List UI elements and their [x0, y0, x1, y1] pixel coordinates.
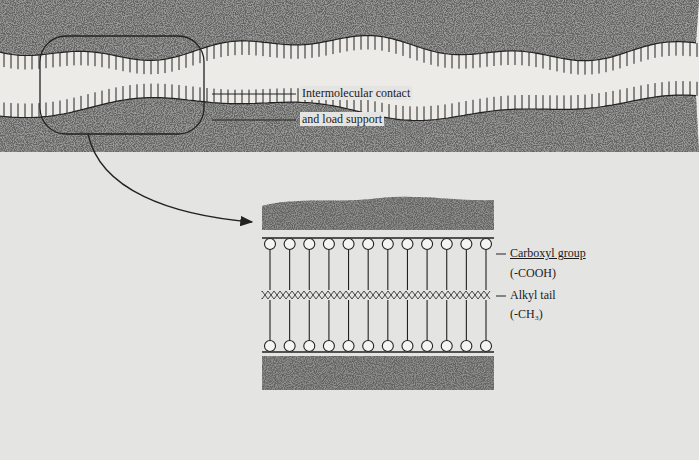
zoom-arrow [88, 134, 252, 222]
zoom-inset [262, 197, 494, 390]
upper-surface-texture [0, 0, 699, 61]
carboxyl-head [304, 239, 315, 250]
carboxyl-head [461, 239, 472, 250]
carboxyl-head [323, 239, 334, 250]
carboxyl-head [284, 341, 295, 352]
formula-label: (-CH₃) [508, 307, 545, 321]
leader-line [496, 254, 506, 255]
upper-block [262, 197, 494, 230]
carboxyl-head [441, 239, 452, 250]
alkyl-tail [270, 250, 486, 341]
carboxyl-head [382, 239, 393, 250]
lower-block [262, 356, 494, 390]
interface-line [262, 237, 494, 238]
leader-line [212, 94, 296, 95]
carboxyl-head [265, 341, 276, 352]
carboxyl-head [402, 239, 413, 250]
carboxyl-head [304, 341, 315, 352]
part-name: Carboxyl group [508, 246, 588, 260]
formula-label: (-COOH) [508, 266, 558, 280]
carboxyl-head [265, 239, 276, 250]
band-ground [0, 0, 699, 152]
tail-entanglement [262, 291, 490, 299]
monolayer-base [0, 36, 696, 61]
surface-band [0, 0, 699, 152]
lower-surface [0, 95, 699, 152]
tail-entanglement [262, 291, 490, 299]
carboxyl-head [363, 239, 374, 250]
molecule-chain [4, 36, 697, 121]
highlight-loop [40, 36, 204, 134]
carboxyl-head [363, 341, 374, 352]
lower-block-texture [262, 356, 494, 390]
carboxyl-head [402, 341, 413, 352]
leader-label: and load support [300, 112, 384, 126]
carboxyl-head [422, 239, 433, 250]
part-name: Alkyl tail [508, 288, 558, 302]
carboxyl-head [461, 341, 472, 352]
interface-line [262, 351, 494, 352]
carboxyl-head [422, 341, 433, 352]
carboxyl-head [343, 341, 354, 352]
carboxyl-head [284, 239, 295, 250]
carboxyl-head [323, 341, 334, 352]
leader-line [496, 296, 506, 297]
upper-surface [0, 0, 699, 61]
lower-surface-texture [0, 95, 699, 152]
carboxyl-head [382, 341, 393, 352]
leader-line [212, 120, 296, 121]
carboxyl-head [441, 341, 452, 352]
carboxyl-head [481, 239, 492, 250]
carboxyl-head [481, 341, 492, 352]
upper-block-texture [262, 197, 494, 230]
carboxyl-head [343, 239, 354, 250]
leader-label: Intermolecular contact [300, 86, 412, 100]
